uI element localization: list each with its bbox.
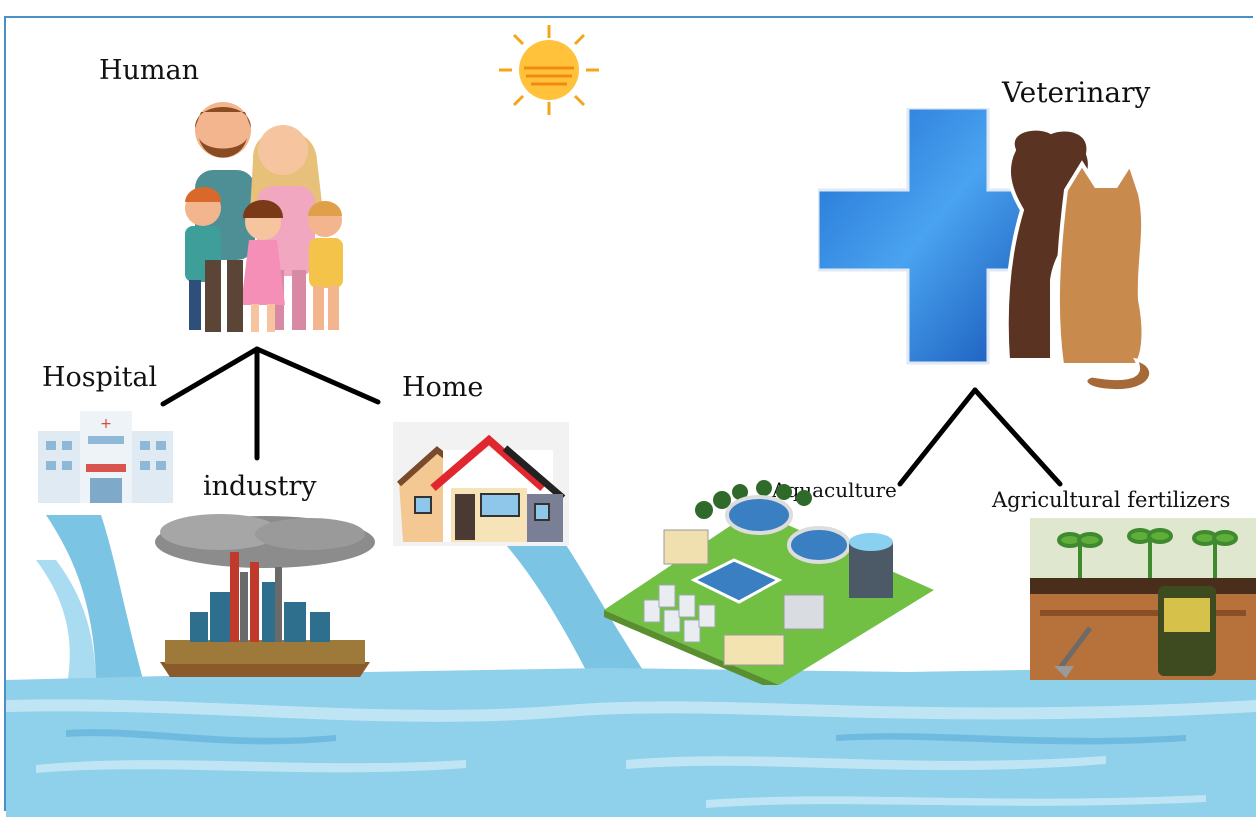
human-label: Human xyxy=(99,55,200,86)
fertilizer-planter-icon xyxy=(1030,518,1256,680)
industry-label: industry xyxy=(203,471,317,502)
connector-hospital xyxy=(160,346,260,407)
veterinary-label: Veterinary xyxy=(1002,76,1151,109)
hospital-building-icon: + xyxy=(38,411,173,503)
aquaculture-label: Aquaculture xyxy=(772,478,897,502)
connector-home xyxy=(254,346,381,405)
medical-cross-icon xyxy=(818,108,1028,365)
diagram-frame xyxy=(4,16,1253,811)
water-body xyxy=(6,515,1256,817)
home-label: Home xyxy=(402,372,484,403)
svg-text:+: + xyxy=(100,416,112,432)
house-icon xyxy=(393,422,569,546)
hospital-label: Hospital xyxy=(42,362,158,393)
polluting-factory-icon xyxy=(155,514,375,677)
dog-and-cat-icon xyxy=(1004,126,1153,393)
wastewater-plant-icon xyxy=(604,480,934,685)
connector-agriculture xyxy=(972,387,1063,487)
connector-aquaculture xyxy=(897,387,978,487)
family-icon xyxy=(185,102,343,332)
sun-icon xyxy=(499,25,599,115)
agricultural-fertilizers-label: Agricultural fertilizers xyxy=(992,488,1231,512)
